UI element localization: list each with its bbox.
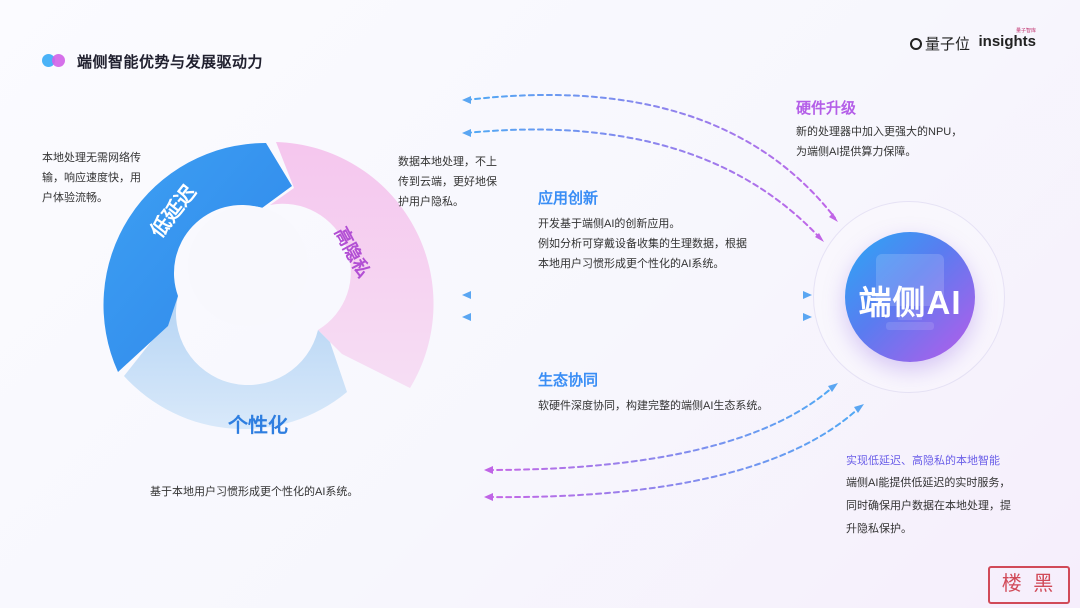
brand-sub: 量子智库 bbox=[1015, 28, 1036, 34]
title-dot-blue bbox=[42, 54, 55, 67]
note-line: 开发基于端侧AI的创新应用。 bbox=[538, 218, 681, 230]
brand-q-icon bbox=[909, 37, 922, 50]
arrow-ecosystem-bottom bbox=[487, 406, 861, 499]
driver-ecosystem-title: 生态协同 bbox=[538, 372, 599, 389]
core-circle bbox=[845, 232, 975, 362]
segment-label-personal: 个性化 bbox=[228, 415, 288, 437]
arrowhead-8 bbox=[803, 313, 812, 321]
arrowhead-10 bbox=[854, 404, 864, 413]
arrowhead-7 bbox=[803, 291, 812, 299]
note-line: 端侧AI能提供低延迟的实时服务， bbox=[846, 477, 1011, 489]
arrowhead-1 bbox=[462, 96, 471, 104]
brand-name: 量子位 bbox=[924, 36, 970, 53]
arrowhead-9 bbox=[828, 383, 838, 392]
note-privacy: 数据本地处理，不上 传到云端，更好地保 护用户隐私。 bbox=[398, 152, 497, 212]
note-latency: 本地处理无需网络传 输，响应速度快，用 户体验流畅。 bbox=[42, 148, 141, 208]
note-line: 为端侧AI提供算力保障。 bbox=[796, 146, 917, 158]
note-line: 例如分析可穿戴设备收集的生理数据，根据 bbox=[538, 238, 747, 250]
driver-ecosystem-desc: 软硬件深度协同，构建完整的端侧AI生态系统。 bbox=[538, 396, 768, 416]
core-summary-desc: 端侧AI能提供低延迟的实时服务， 同时确保用户数据在本地处理，提 升隐私保护。 bbox=[846, 472, 1011, 541]
driver-hardware-desc: 新的处理器中加入更强大的NPU， 为端侧AI提供算力保障。 bbox=[796, 122, 962, 162]
cycle-center bbox=[188, 206, 308, 326]
note-line: 本地用户习惯形成更个性化的AI系统。 bbox=[538, 258, 725, 270]
arrowhead-2 bbox=[462, 129, 471, 137]
note-line: 本地处理无需网络传 bbox=[42, 152, 141, 164]
note-line: 户体验流畅。 bbox=[42, 192, 108, 204]
segment-latency bbox=[103, 142, 292, 372]
arrowhead-3 bbox=[462, 291, 471, 299]
arrowhead-11 bbox=[829, 213, 838, 222]
arrowhead-4 bbox=[462, 313, 471, 321]
note-line: 新的处理器中加入更强大的NPU， bbox=[796, 126, 963, 138]
note-line: 护用户隐私。 bbox=[398, 196, 464, 208]
arrowhead-6 bbox=[484, 493, 493, 501]
note-line: 传到云端，更好地保 bbox=[398, 176, 497, 188]
brand-logo-right: insights bbox=[978, 33, 1036, 50]
monitor-icon bbox=[876, 254, 944, 330]
driver-application-desc: 开发基于端侧AI的创新应用。 例如分析可穿戴设备收集的生理数据，根据 本地用户习… bbox=[538, 214, 747, 274]
core-summary-title: 实现低延迟、高隐私的本地智能 bbox=[846, 455, 1000, 467]
arrow-hardware-bottom bbox=[465, 128, 821, 239]
note-line: 软硬件深度协同，构建完整的端侧AI生态系统。 bbox=[538, 400, 769, 412]
driver-hardware-title: 硬件升级 bbox=[796, 100, 857, 117]
note-line: 升隐私保护。 bbox=[846, 523, 912, 535]
arrow-hardware-top bbox=[465, 94, 836, 219]
segment-personal bbox=[124, 296, 347, 430]
segment-privacy bbox=[270, 142, 434, 388]
page-title: 端侧智能优势与发展驱动力 bbox=[77, 54, 264, 71]
arrowhead-5 bbox=[484, 466, 493, 474]
note-personal: 基于本地用户习惯形成更个性化的AI系统。 bbox=[150, 486, 359, 498]
core-label: 端侧AI bbox=[858, 284, 962, 321]
note-line: 输，响应速度快，用 bbox=[42, 172, 141, 184]
note-line: 数据本地处理，不上 bbox=[398, 156, 497, 168]
title-dot-pink bbox=[52, 54, 65, 67]
watermark-text: 楼 黑 bbox=[1001, 573, 1057, 595]
driver-application-title: 应用创新 bbox=[538, 190, 599, 207]
arrowhead-12 bbox=[815, 233, 824, 242]
brand-logo-left: 量子位 bbox=[909, 33, 970, 54]
note-line: 同时确保用户数据在本地处理，提 bbox=[846, 500, 1011, 512]
watermark-stamp: 楼 黑 bbox=[988, 566, 1070, 604]
arrow-ecosystem-top bbox=[487, 385, 835, 471]
